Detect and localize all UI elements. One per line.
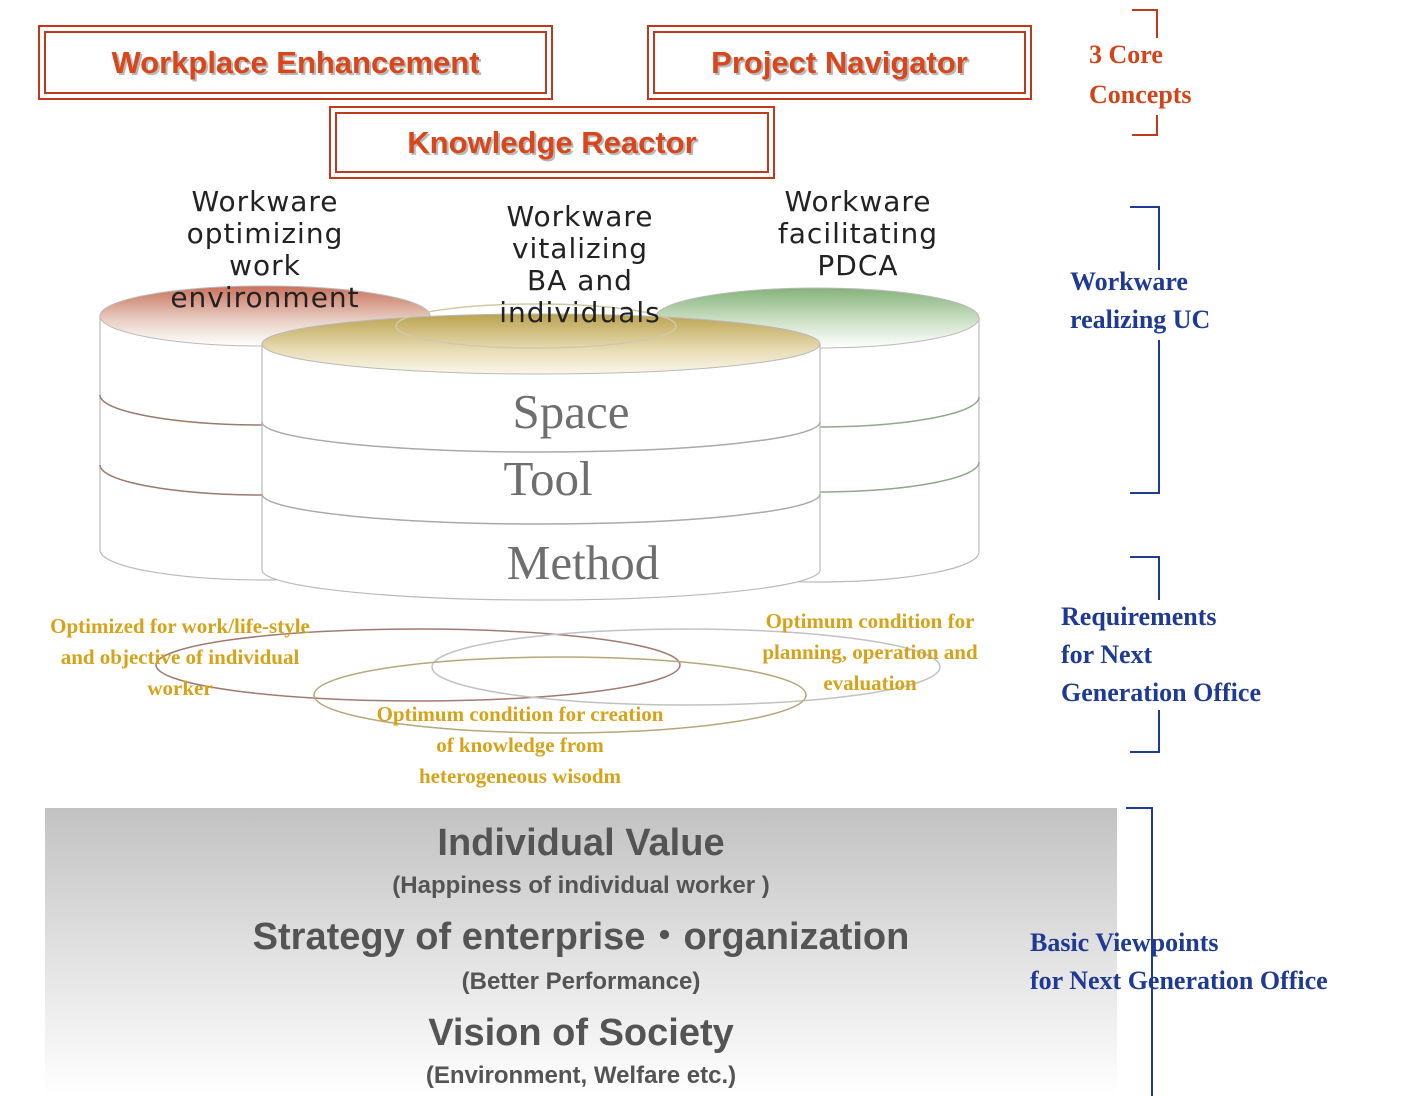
side-label-core-concepts: 3 Core Concepts	[1089, 40, 1192, 109]
individual-value-heading: Individual Value	[437, 822, 725, 864]
layer-method-label: Method	[506, 535, 660, 590]
vision-sub: (Environment, Welfare etc.)	[425, 1062, 737, 1089]
side-label-requirements: Requirements for Next Generation Office	[1061, 602, 1261, 707]
requirement-left-text: Optimized for work/life-style and object…	[50, 614, 310, 700]
bracket-requirements	[1130, 556, 1160, 753]
workware-left-label: Workware optimizing work environment	[170, 185, 360, 314]
layer-space-label: Space	[512, 384, 630, 439]
knowledge-reactor-label: Knowledge Reactor	[407, 124, 697, 160]
layer-tool-label: Tool	[503, 451, 593, 506]
workware-middle-label: Workware vitalizing BA and individuals	[499, 200, 661, 329]
workplace-enhancement-label: Workplace Enhancement	[111, 44, 480, 80]
project-navigator-label: Project Navigator	[711, 44, 968, 80]
bracket-basic	[1126, 807, 1153, 1096]
strategy-heading: Strategy of enterprise・organization	[252, 916, 910, 958]
knowledge-reactor-box: Knowledge Reactor	[329, 106, 775, 179]
basic-viewpoints-panel	[45, 808, 1117, 1096]
bracket-workware	[1130, 206, 1160, 494]
strategy-sub: (Better Performance)	[461, 968, 701, 995]
vision-heading: Vision of Society	[428, 1012, 734, 1054]
cylinder-center	[261, 303, 821, 601]
project-navigator-box: Project Navigator	[647, 25, 1032, 100]
requirement-bottom-text: Optimum condition for creation of knowle…	[376, 702, 664, 788]
side-label-basic-viewpoints: Basic Viewpoints for Next Generation Off…	[1030, 928, 1328, 995]
side-label-workware: Workware realizing UC	[1070, 267, 1211, 334]
bracket-core	[1132, 9, 1158, 136]
workware-right-label: Workware facilitating PDCA	[777, 185, 939, 282]
workplace-enhancement-box: Workplace Enhancement	[38, 25, 553, 100]
requirement-right-text: Optimum condition for planning, operatio…	[762, 609, 978, 695]
requirement-ellipses	[155, 628, 941, 734]
individual-value-sub: (Happiness of individual worker )	[392, 872, 770, 899]
